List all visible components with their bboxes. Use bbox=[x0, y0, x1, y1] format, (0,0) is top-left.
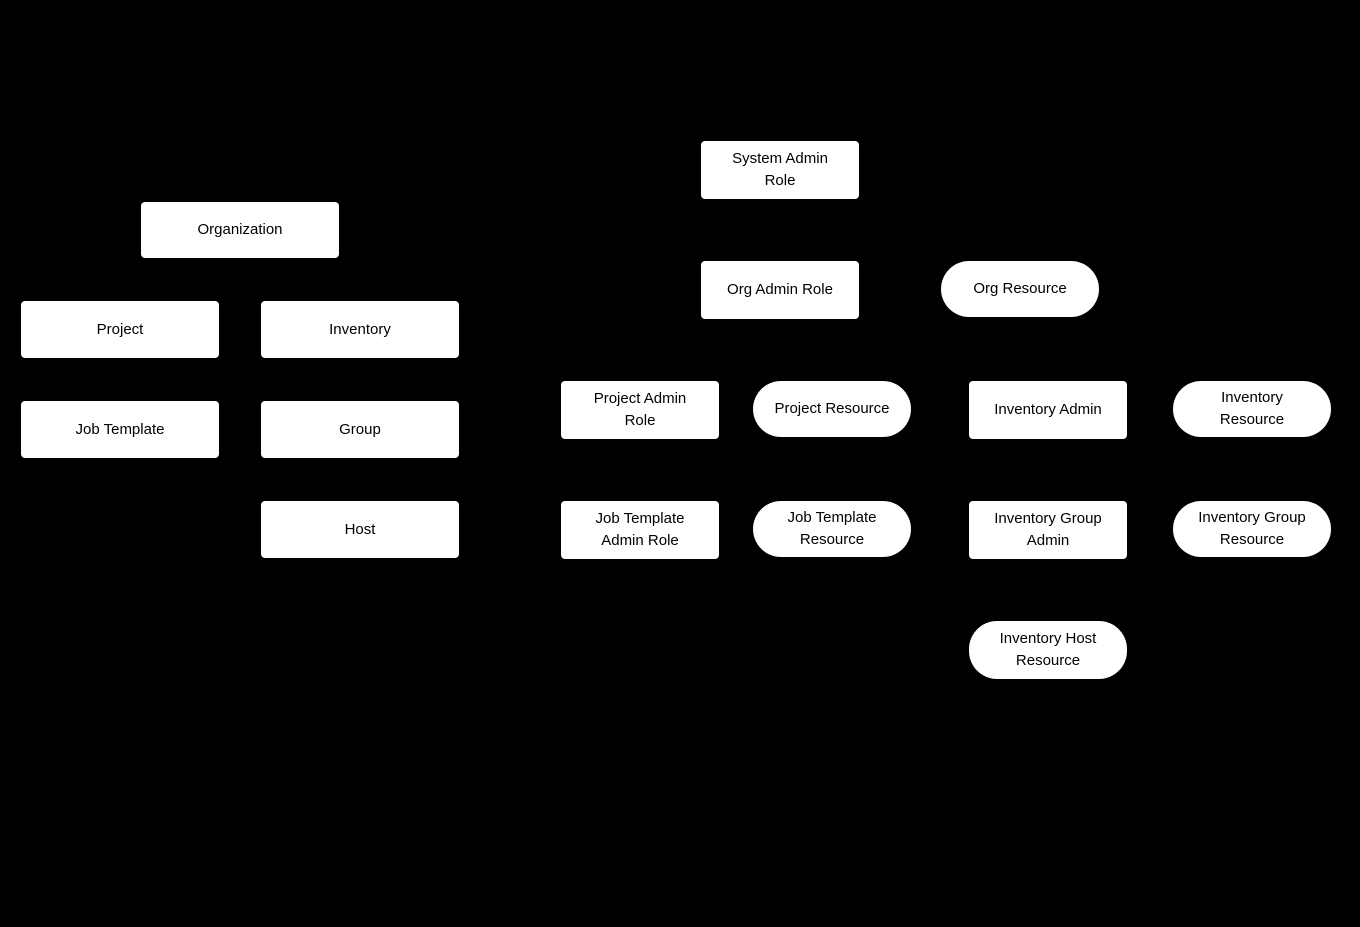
diagram-node-inventory-resource: Inventory Resource bbox=[1173, 381, 1331, 437]
diagram-node-group: Group bbox=[261, 401, 459, 458]
diagram-node-org-resource: Org Resource bbox=[941, 261, 1099, 317]
diagram-node-inventory-group-admin: Inventory Group Admin bbox=[969, 501, 1127, 559]
diagram-node-project-resource: Project Resource bbox=[753, 381, 911, 437]
diagram-node-org-admin-role: Org Admin Role bbox=[701, 261, 859, 319]
diagram-node-inventory: Inventory bbox=[261, 301, 459, 358]
diagram-node-organization: Organization bbox=[141, 202, 339, 258]
diagram-node-system-admin-role: System Admin Role bbox=[701, 141, 859, 199]
diagram-node-inventory-group-resource: Inventory Group Resource bbox=[1173, 501, 1331, 557]
diagram-node-inventory-host-resource: Inventory Host Resource bbox=[969, 621, 1127, 679]
diagram-node-project-admin-role: Project Admin Role bbox=[561, 381, 719, 439]
diagram-node-job-template-admin-role: Job Template Admin Role bbox=[561, 501, 719, 559]
diagram-node-job-template-resource: Job Template Resource bbox=[753, 501, 911, 557]
diagram-node-job-template: Job Template bbox=[21, 401, 219, 458]
diagram-node-project: Project bbox=[21, 301, 219, 358]
diagram-node-inventory-admin: Inventory Admin bbox=[969, 381, 1127, 439]
diagram-node-host: Host bbox=[261, 501, 459, 558]
